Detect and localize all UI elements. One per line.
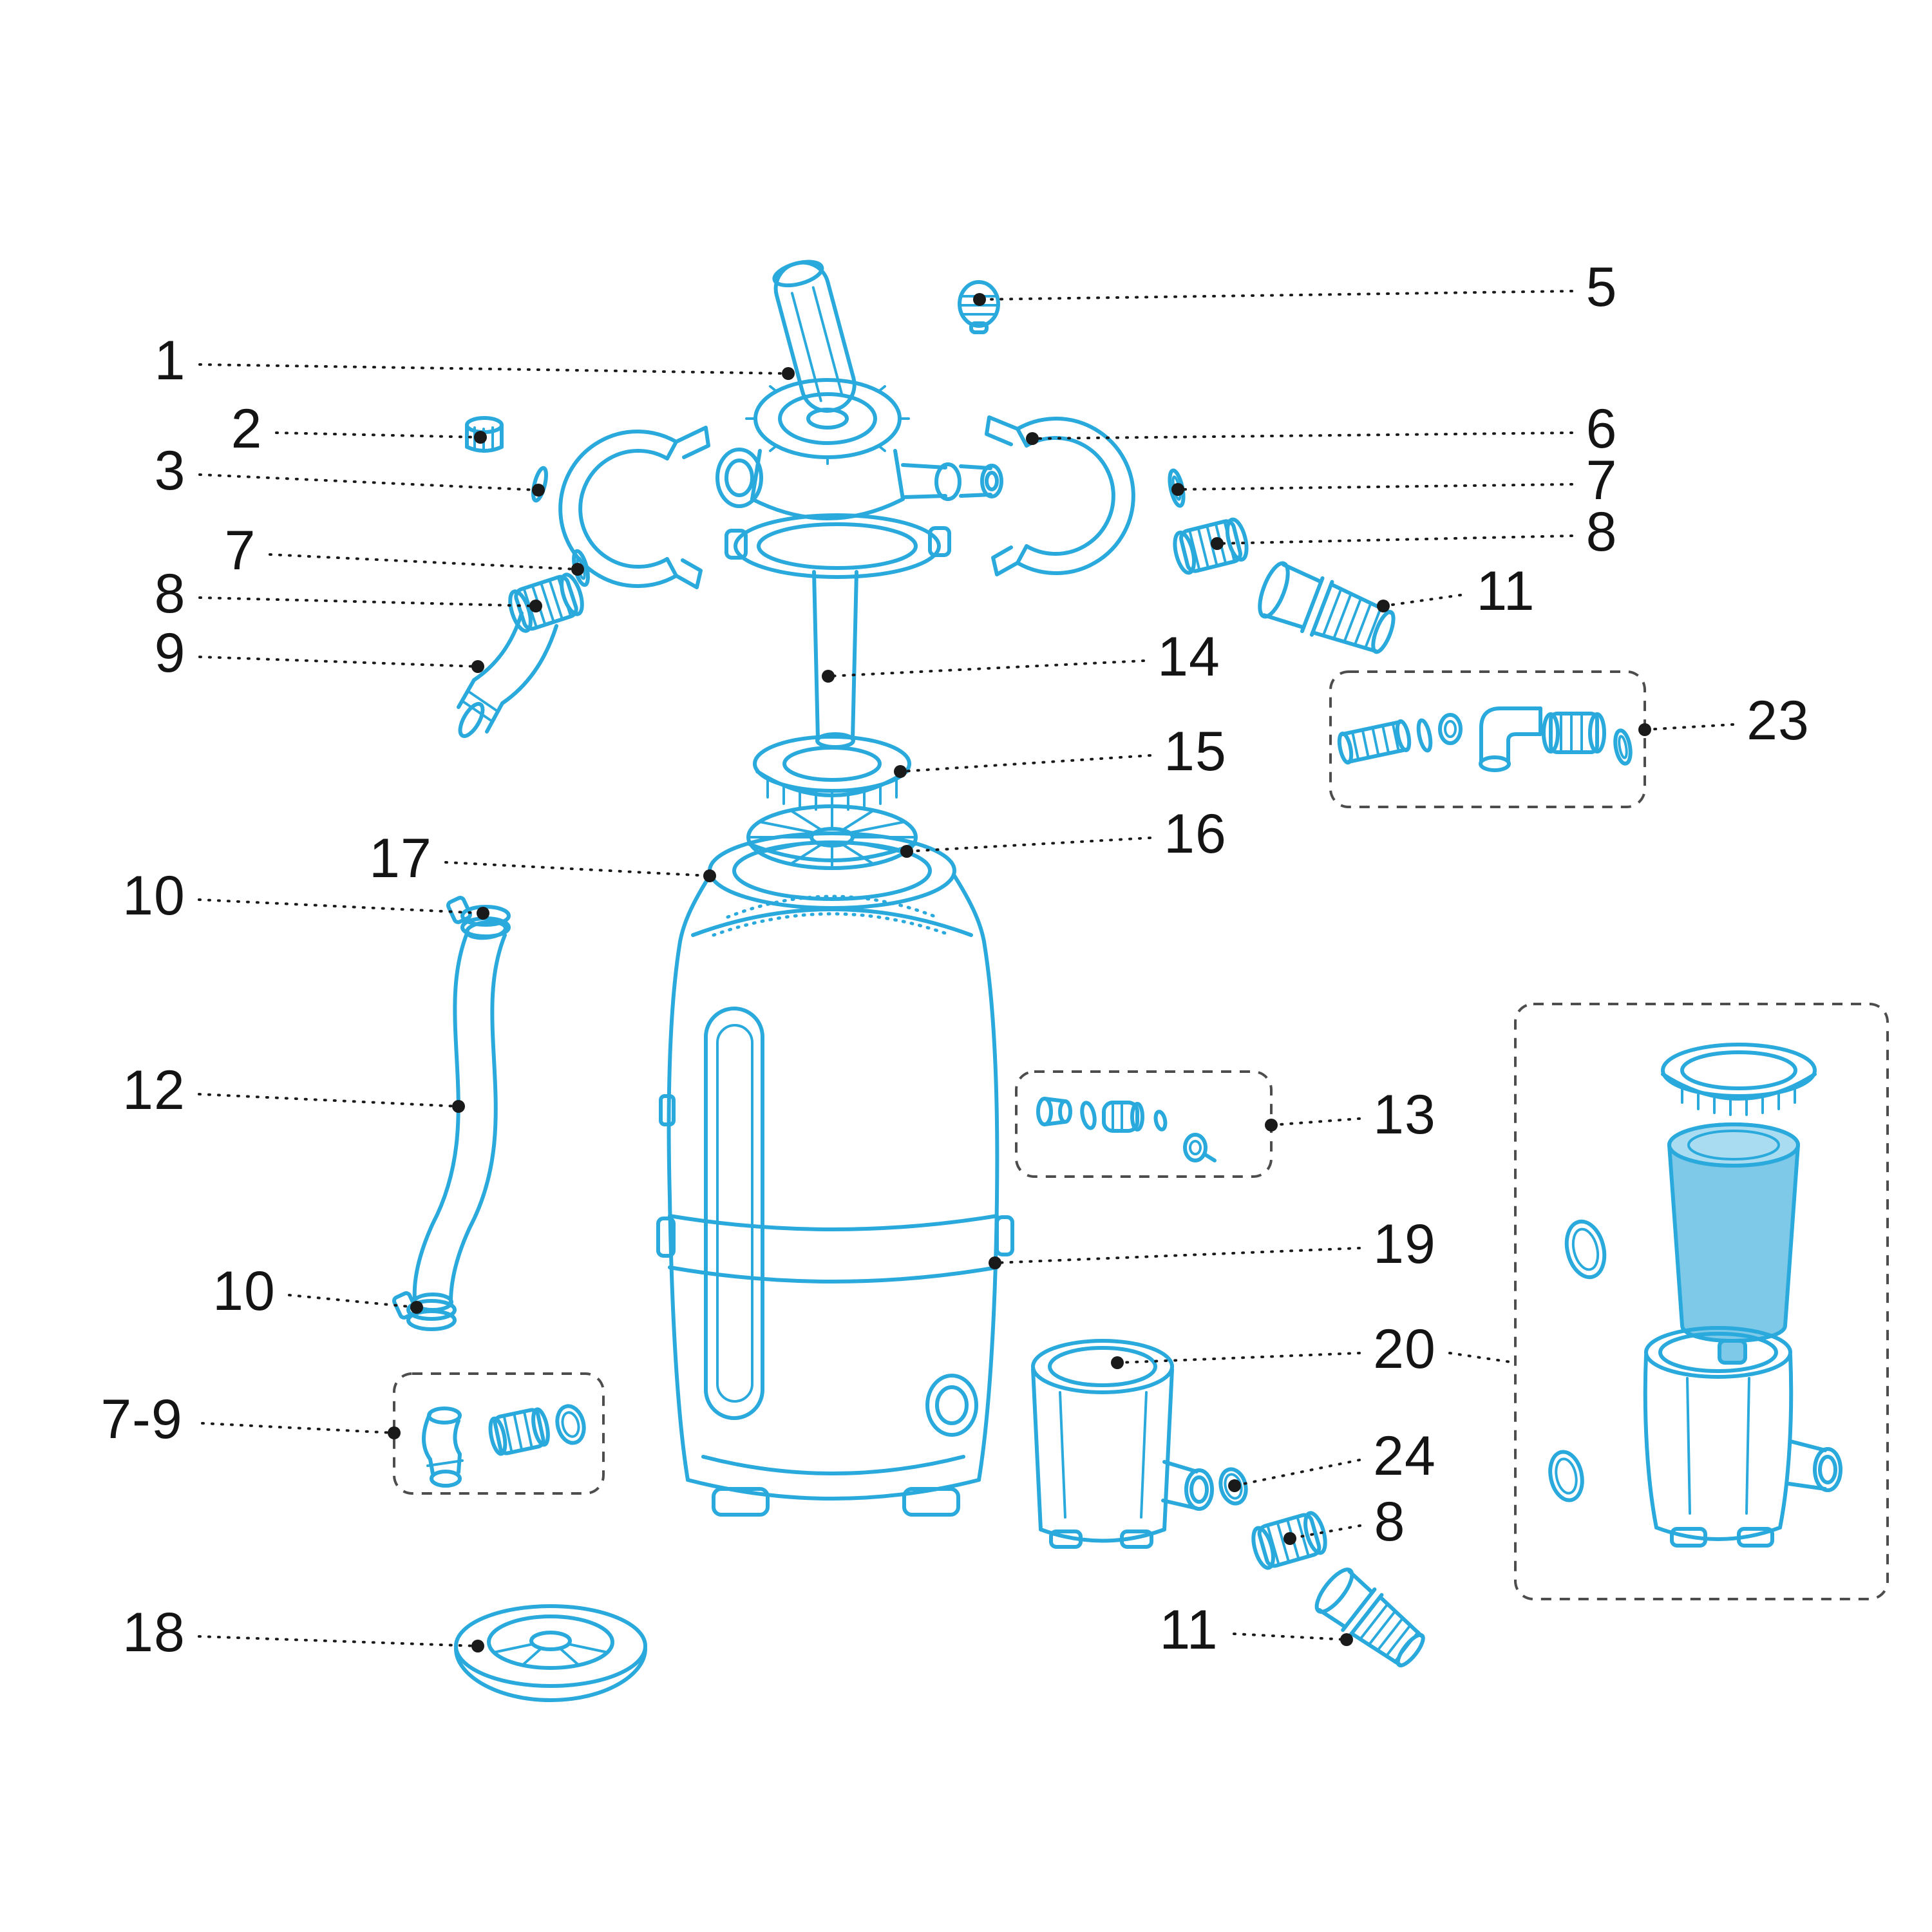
leader-line-15 — [899, 754, 1151, 773]
tank-collar — [753, 735, 911, 811]
valve-flange — [724, 513, 951, 579]
strainer-housing — [1031, 1339, 1214, 1549]
hose-nut-bottom — [1251, 1511, 1327, 1570]
leader-dot-7 — [1171, 483, 1184, 496]
leader-dot-11 — [1377, 600, 1390, 612]
leader-line-17 — [444, 861, 711, 877]
leader-dot-23 — [1638, 723, 1651, 736]
leader-dot-7-9 — [388, 1426, 401, 1439]
leader-line-10 — [198, 898, 484, 914]
multiport-valve-body — [715, 378, 1003, 520]
leader-line-7-9 — [201, 1422, 395, 1434]
cartridge-assembly — [1548, 1043, 1842, 1548]
leader-dot-10 — [477, 907, 489, 920]
group-box-group-23 — [1329, 670, 1646, 808]
leader-line-1 — [198, 363, 790, 375]
leader-line-12 — [198, 1093, 460, 1108]
leader-dot-24 — [1228, 1479, 1241, 1492]
leader-dot-10 — [410, 1301, 423, 1314]
leader-line-11 — [1382, 594, 1462, 607]
leader-line-8 — [1289, 1524, 1361, 1540]
filter-tank — [656, 831, 1014, 1517]
leader-line-16 — [905, 837, 1151, 853]
leader-dot-18 — [471, 1640, 484, 1653]
group-box-group-13 — [1015, 1070, 1273, 1178]
leader-dot-7 — [571, 563, 584, 576]
leader-line-3 — [198, 473, 540, 491]
leader-dot-11 — [1340, 1633, 1353, 1646]
base-stand — [454, 1604, 647, 1702]
group-box-group-20 — [1514, 1003, 1889, 1600]
clamp-half-right — [985, 415, 1135, 576]
leader-line-5 — [978, 290, 1573, 301]
pressure-plug — [958, 280, 1000, 334]
leader-line-8 — [198, 596, 537, 607]
leader-line-13 — [1270, 1117, 1361, 1126]
leader-dot-3 — [532, 484, 545, 497]
leader-line-6 — [1031, 431, 1573, 440]
leader-dot-5 — [973, 293, 986, 306]
leader-dot-17 — [703, 869, 716, 882]
leader-dot-8 — [1211, 537, 1224, 550]
leader-line-10 — [288, 1294, 418, 1309]
leader-dot-19 — [989, 1256, 1001, 1269]
leader-dot-8 — [1283, 1532, 1296, 1545]
hose-adapter-right — [1258, 561, 1396, 654]
leader-dot-9 — [471, 660, 484, 673]
elbow-fitting-left — [457, 611, 558, 738]
leader-line-23 — [1643, 723, 1734, 731]
standpipe — [812, 570, 858, 749]
seal-pin — [531, 466, 548, 503]
leader-dot-2 — [474, 431, 487, 444]
leader-line-24 — [1233, 1459, 1361, 1487]
leader-line-18 — [198, 1635, 479, 1647]
leader-dot-14 — [822, 670, 835, 683]
leader-dot-6 — [1026, 432, 1039, 445]
leader-dot-1 — [782, 367, 795, 380]
leader-dot-12 — [452, 1100, 465, 1113]
leader-dot-16 — [900, 845, 913, 858]
leader-line-9 — [198, 656, 479, 668]
leader-line-7 — [269, 553, 579, 571]
fitting-kit-23 — [1337, 706, 1633, 772]
hose-adapter-bottom — [1314, 1567, 1425, 1668]
leader-line-2 — [275, 431, 482, 439]
leader-dot-8 — [529, 600, 542, 612]
leader-line-19 — [994, 1247, 1361, 1264]
leader-line-20 — [1448, 1352, 1517, 1364]
fitting-kit-7-9 — [422, 1404, 586, 1488]
clamp-half-left — [558, 426, 710, 589]
leader-line-8 — [1216, 535, 1573, 545]
leader-line-20 — [1116, 1352, 1361, 1364]
leader-line-14 — [827, 659, 1145, 677]
group-box-group-7-9 — [393, 1372, 605, 1495]
leader-dot-15 — [894, 765, 907, 778]
leader-line-7 — [1177, 483, 1573, 491]
leader-line-11 — [1233, 1633, 1348, 1641]
valve-kit-13 — [1036, 1097, 1217, 1162]
hose-clamp-bottom — [392, 1291, 457, 1331]
leader-dot-13 — [1265, 1119, 1278, 1132]
leader-dot-20 — [1111, 1356, 1124, 1369]
